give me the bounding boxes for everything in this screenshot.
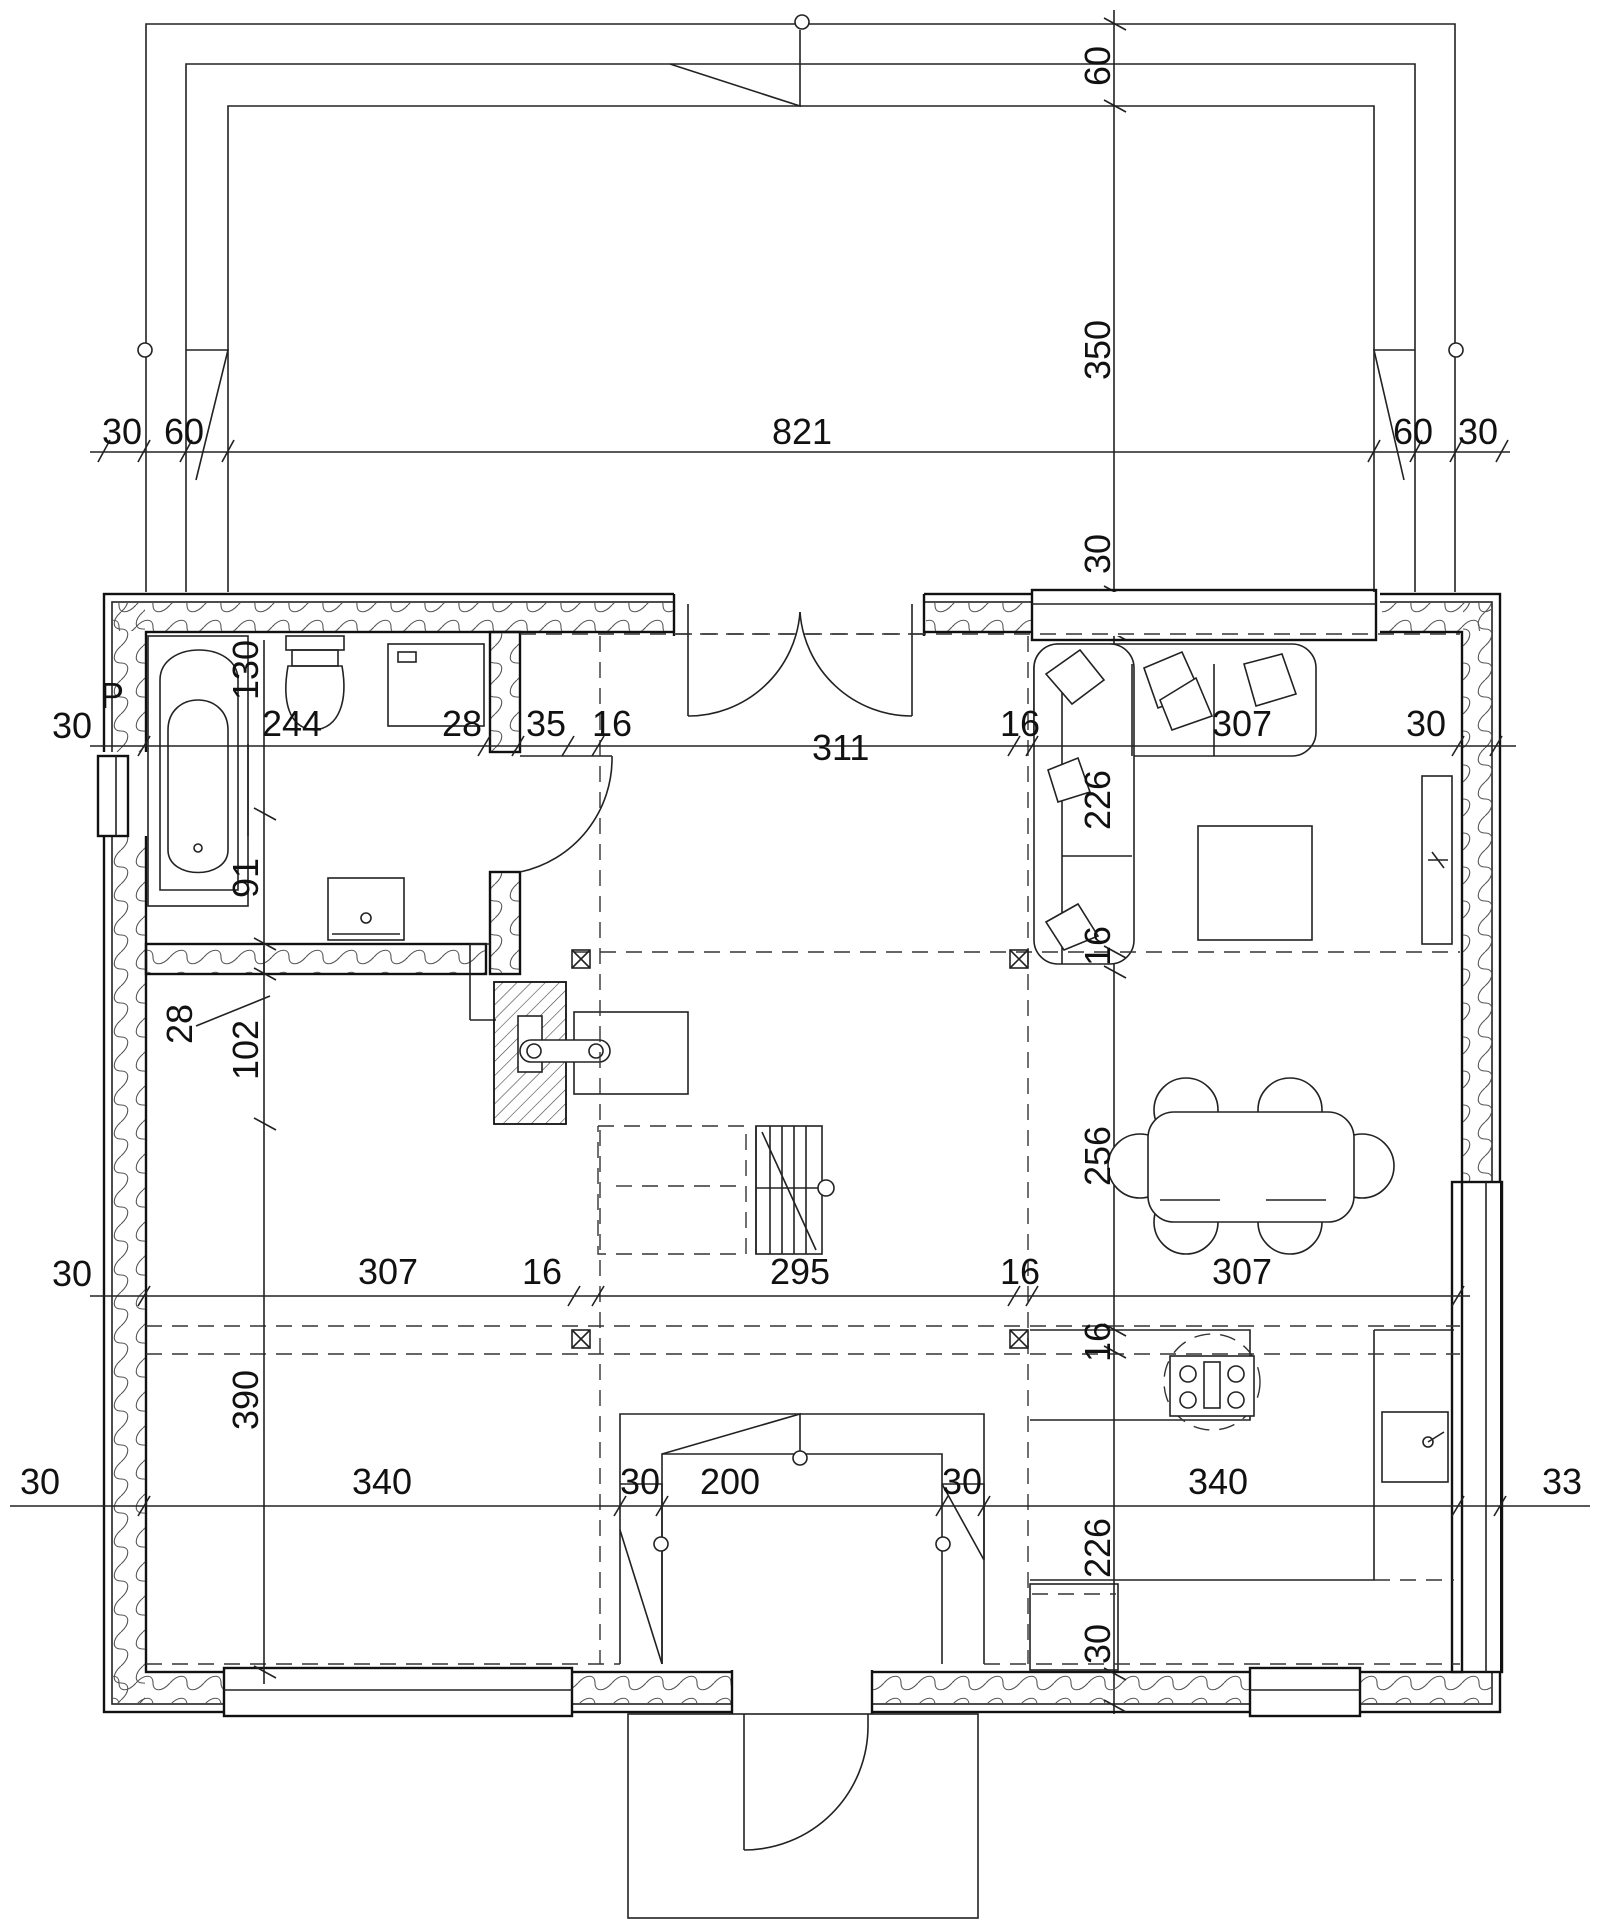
dim-bath-28: 28 (159, 1004, 200, 1044)
dim-r1-30: 30 (52, 705, 92, 746)
vestibule (619, 1412, 985, 1665)
room-label-p: P (100, 675, 124, 716)
dim-r1-307: 307 (1212, 703, 1272, 744)
terrace-outline (137, 14, 1464, 592)
dim-r1-311: 311 (812, 727, 869, 768)
dim-r3-340: 340 (352, 1461, 412, 1502)
dimension-lines (10, 640, 1590, 1713)
dim-v-350: 350 (1077, 320, 1118, 380)
wall-openings (98, 592, 1500, 1714)
dim-r3-340r: 340 (1188, 1461, 1248, 1502)
kitchen (1029, 1329, 1454, 1671)
dim-r3-200: 200 (700, 1461, 760, 1502)
dim-r2-307: 307 (358, 1251, 418, 1292)
dim-r2-16b: 16 (1000, 1251, 1040, 1292)
dim-r2-295: 295 (770, 1251, 830, 1292)
dim-v-256: 256 (1077, 1126, 1118, 1186)
dim-r3-30a: 30 (620, 1461, 660, 1502)
staircase (597, 1125, 835, 1255)
dim-r2-307r: 307 (1212, 1251, 1272, 1292)
dim-top-821: 821 (772, 411, 832, 452)
dim-v-30b: 30 (1077, 1624, 1118, 1664)
dim-top-30-right: 30 (1458, 411, 1498, 452)
fireplace (493, 981, 689, 1125)
dining-set (1107, 1077, 1395, 1255)
dim-r1-28: 28 (442, 703, 482, 744)
top-dimension-line (90, 439, 1510, 463)
dim-r1-30r: 30 (1406, 703, 1446, 744)
dim-v-226b: 226 (1077, 1518, 1118, 1578)
dim-bath-102: 102 (225, 1020, 266, 1080)
dim-r1-35: 35 (526, 703, 566, 744)
dim-r3-30b: 30 (942, 1461, 982, 1502)
dim-v-226a: 226 (1077, 770, 1118, 830)
dim-r1-16b: 16 (1000, 703, 1040, 744)
dim-r3-30: 30 (20, 1461, 60, 1502)
living-room-furniture (1033, 643, 1453, 965)
dim-r3-33: 33 (1542, 1461, 1582, 1502)
dim-v-60: 60 (1077, 46, 1118, 86)
structural-dash-lines (146, 633, 1460, 1665)
dim-top-30-left: 30 (102, 411, 142, 452)
dim-v-30: 30 (1077, 534, 1118, 574)
dim-v-16b: 16 (1077, 1322, 1118, 1362)
dim-v-16a: 16 (1077, 926, 1118, 966)
dim-top-60-right: 60 (1393, 411, 1433, 452)
dim-r1-16a: 16 (592, 703, 632, 744)
dim-v-390: 390 (225, 1370, 266, 1430)
dim-r1-244: 244 (262, 703, 322, 744)
dim-r2-16a: 16 (522, 1251, 562, 1292)
dim-top-60-left: 60 (164, 411, 204, 452)
dim-bath-130: 130 (225, 640, 266, 700)
dim-bath-91: 91 (225, 858, 266, 898)
bathroom (144, 630, 613, 1021)
dim-r2-30: 30 (52, 1253, 92, 1294)
